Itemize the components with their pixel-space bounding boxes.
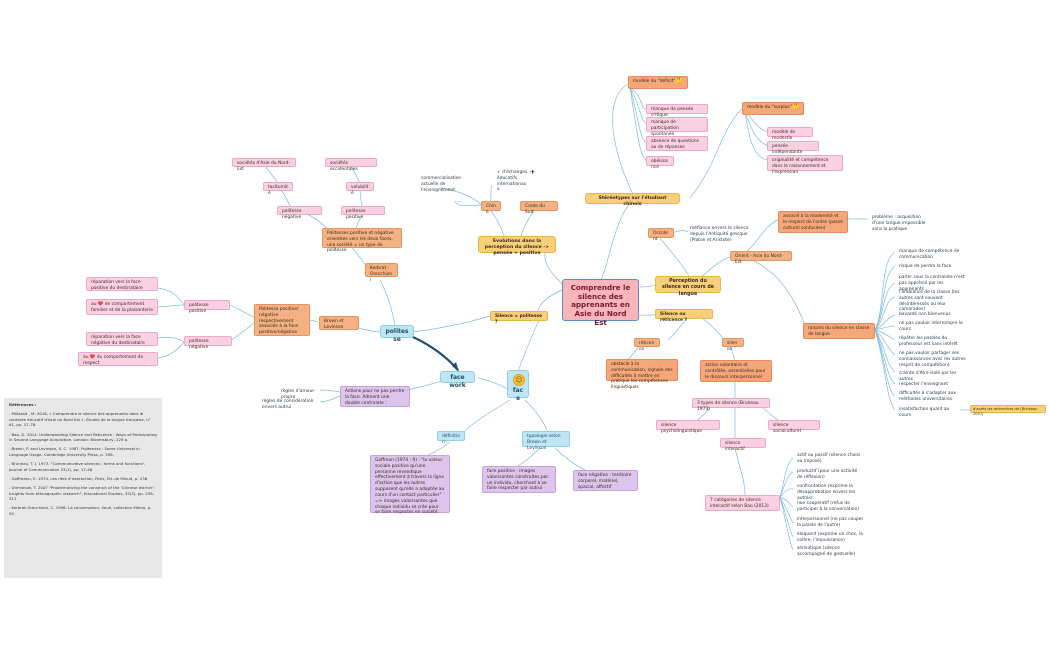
- deficit-model-node[interactable]: modèle du "déficit": [628, 76, 688, 89]
- deficit-item[interactable]: obéissance: [646, 156, 674, 170]
- politesse-negative-society-node[interactable]: politesse négative: [277, 206, 322, 220]
- raisons-item: ne pas vouloir partager ses connaissance…: [899, 351, 966, 368]
- category-item: productif (pour une activité de réflexio…: [797, 469, 858, 480]
- commercialisation-note: commercialisation actuelle de l'enseigne…: [421, 176, 462, 193]
- politesse-positive-node[interactable]: politesse positive: [184, 300, 230, 314]
- actions-node[interactable]: Actions pour ne pas perdre la face. Adme…: [340, 386, 410, 407]
- action-node[interactable]: action volontaire et contrôlée, essentie…: [700, 360, 772, 382]
- reference-item: . Kerbrat-Orecchioni, C. 1996. La conver…: [9, 505, 152, 516]
- taciturnity-node[interactable]: taciturnité: [263, 182, 293, 196]
- surplus-item[interactable]: modèle de modestie: [767, 127, 813, 141]
- face-positive-node[interactable]: face positive : images valorisantes cons…: [482, 466, 556, 493]
- silence-node[interactable]: silence: [722, 338, 744, 352]
- references-panel: Références : . Millasad , M. 2018, « Com…: [4, 398, 162, 578]
- reference-item: . Millasad , M. 2018, « Comprendre le si…: [9, 411, 151, 428]
- positive-item[interactable]: réparation vers la face positive du dest…: [86, 277, 158, 291]
- reference-item: . Grimshaw, T. 2007 "Problematizing the …: [9, 485, 155, 502]
- occident-node[interactable]: Occident: [648, 228, 674, 242]
- politesse-hub[interactable]: politesse: [380, 325, 414, 343]
- face-work-hub[interactable]: face work: [440, 371, 475, 389]
- small-quote-marks: """""": [454, 200, 463, 204]
- category-item: interpersonnel (ne pas couper la parole …: [797, 517, 864, 528]
- volubility-node[interactable]: volubilité: [346, 182, 374, 196]
- deficit-model-label: modèle du "déficit": [633, 79, 676, 84]
- reference-item: . Bruneau, T. J. 1973. "Communicative si…: [9, 461, 146, 472]
- face-negative-node[interactable]: face négative : territoire corporel, mat…: [573, 470, 638, 491]
- regles-amour-propre: règles d'amour-propre: [281, 389, 316, 400]
- raisons-item: risque de perdre la face: [899, 264, 952, 269]
- thinking-face-icon: 🤔: [792, 103, 800, 110]
- raisons-hub[interactable]: raisons du silence en classe de langue: [803, 323, 875, 339]
- occident-note: méfiance envers le silence depuis l'Anti…: [690, 226, 749, 243]
- three-types-node[interactable]: 3 types de silence (Bruneau 1973): [692, 398, 770, 412]
- definition-node[interactable]: définition: [437, 431, 465, 445]
- raisons-item: répéter les paroles du professeur est sa…: [899, 336, 958, 347]
- negative-item[interactable]: au ❤️ du comportement de respect: [78, 352, 158, 366]
- probleme-note: problème : acquisition d'une langue impo…: [872, 215, 926, 232]
- category-item: actif ou passif (silence choisi ou impos…: [797, 453, 861, 464]
- kerbrat-node[interactable]: Kerbrat - Orecchioni: [365, 263, 398, 283]
- reference-item: . Brown, P. and Levinson, S. C. 1987. Po…: [9, 446, 140, 457]
- raisons-item: l'ambiance de la classe (les autres sont…: [899, 290, 960, 313]
- smiling-face-icon: ☺: [513, 374, 525, 386]
- category-item: confrontation (exprime la désapprobation…: [797, 484, 856, 501]
- politesse-positive-negative-node[interactable]: Politesse positive/ négative respectivem…: [254, 304, 310, 336]
- deficit-item[interactable]: absence de questions ou de réponses: [646, 136, 708, 151]
- china-node[interactable]: Chine: [481, 201, 501, 215]
- deficit-item[interactable]: manque de participation spontanée: [646, 117, 708, 137]
- category-item: non coopératif (refus de participer à la…: [797, 501, 860, 512]
- enquete-note[interactable]: d'après les recherches de (Brinsbau 2007…: [970, 405, 1046, 416]
- raisons-item: bavardé non bienvenus: [899, 312, 951, 317]
- thinking-face-icon: 🤔: [675, 77, 683, 84]
- negative-item[interactable]: réparation vers la face négative du dest…: [86, 332, 158, 346]
- silence-reticence-hub[interactable]: Silence ou réticence ?: [655, 309, 713, 323]
- surplus-model-label: modèle du "surplus": [747, 105, 792, 110]
- deficit-item[interactable]: manque de pensée critique: [646, 104, 708, 118]
- orient-node[interactable]: Orient - Asie du Nord-Est: [730, 251, 792, 265]
- positive-item[interactable]: au ❤️ de comportement familier et de la …: [86, 299, 158, 315]
- raisons-item: insatisfaction quant au cours: [899, 407, 950, 418]
- reticence-node[interactable]: réticence: [634, 338, 660, 352]
- politesse-negative-node[interactable]: politesse négative: [184, 336, 232, 350]
- stereotypes-hub[interactable]: Stéréotypes sur l'étudiant chinois: [585, 193, 680, 207]
- reference-item: . Goffmann, E. 1974. Les rites d'interac…: [9, 475, 148, 481]
- surplus-item[interactable]: originalité et compétence dans le raison…: [767, 155, 843, 175]
- category-item: sémiotique (silence accompagné de gestue…: [797, 546, 856, 557]
- surplus-item[interactable]: pensée indépendante: [767, 141, 819, 155]
- sociocultural-silence-node[interactable]: silence socioculturel: [768, 420, 820, 434]
- central-topic[interactable]: Comprendre le silence des apprenants en …: [562, 279, 639, 326]
- raisons-item: crainte d'être isolé par les autres: [899, 371, 957, 382]
- western-societies-node[interactable]: sociétés occidentales: [325, 158, 377, 172]
- silence-politesse-hub[interactable]: Silence = politesse ?: [490, 311, 548, 325]
- modernite-node[interactable]: associé à la modernité et le respect de …: [778, 211, 848, 233]
- regles-consideration: règles de considération envers autrui: [262, 399, 314, 410]
- psycholinguistic-silence-node[interactable]: silence psycholinguistique: [656, 420, 720, 434]
- raisons-item: difficultés à s'adapter aux méthodes uni…: [899, 391, 957, 402]
- asian-societies-node[interactable]: sociétés d'Asie du Nord-Est: [232, 158, 296, 172]
- obstacle-node[interactable]: obstacle à la communication, signale des…: [606, 359, 678, 390]
- raisons-item: parler sous la contrainte n'est pas appr…: [899, 275, 965, 292]
- raisons-item: manque de compétence de communication: [899, 249, 960, 260]
- brown-levinson-node[interactable]: Brown et Levinson: [319, 316, 359, 330]
- perception-hub[interactable]: Perception du silence en cours de langue: [655, 276, 721, 297]
- evolutions-hub[interactable]: Evolutions dans la perception du silence…: [478, 236, 556, 256]
- category-item: éloquent (exprime un choc, la colère, l'…: [797, 532, 863, 543]
- airplane-icon: ✈: [530, 169, 536, 176]
- exchanges-note: + d'échanges éducatifs internationaux: [497, 170, 528, 193]
- interactive-silence-node[interactable]: silence interactif: [720, 438, 766, 452]
- seven-categories-node[interactable]: 7 catégories de silence interactif selon…: [705, 495, 780, 511]
- reference-item: . Bao, D. 2014. Understanding Silence an…: [9, 431, 157, 442]
- politesses-orientees-node[interactable]: Politesses positive et négative orientée…: [322, 228, 402, 253]
- surplus-model-node[interactable]: modèle du "surplus": [742, 102, 804, 115]
- raisons-item: respecter l'enseignant: [899, 382, 949, 387]
- references-title: Références :: [9, 402, 37, 407]
- typologie-node[interactable]: typologie selon Brown et Levinson: [522, 431, 570, 451]
- politesse-positive-society-node[interactable]: politesse positive: [341, 206, 385, 220]
- south-korea-node[interactable]: Corée du Sud: [520, 201, 558, 215]
- definition-text[interactable]: Goffman (1974 : 9) : "la valeur sociale …: [370, 455, 450, 515]
- raisons-item: ne pas vouloir interrompre le cours: [899, 321, 963, 332]
